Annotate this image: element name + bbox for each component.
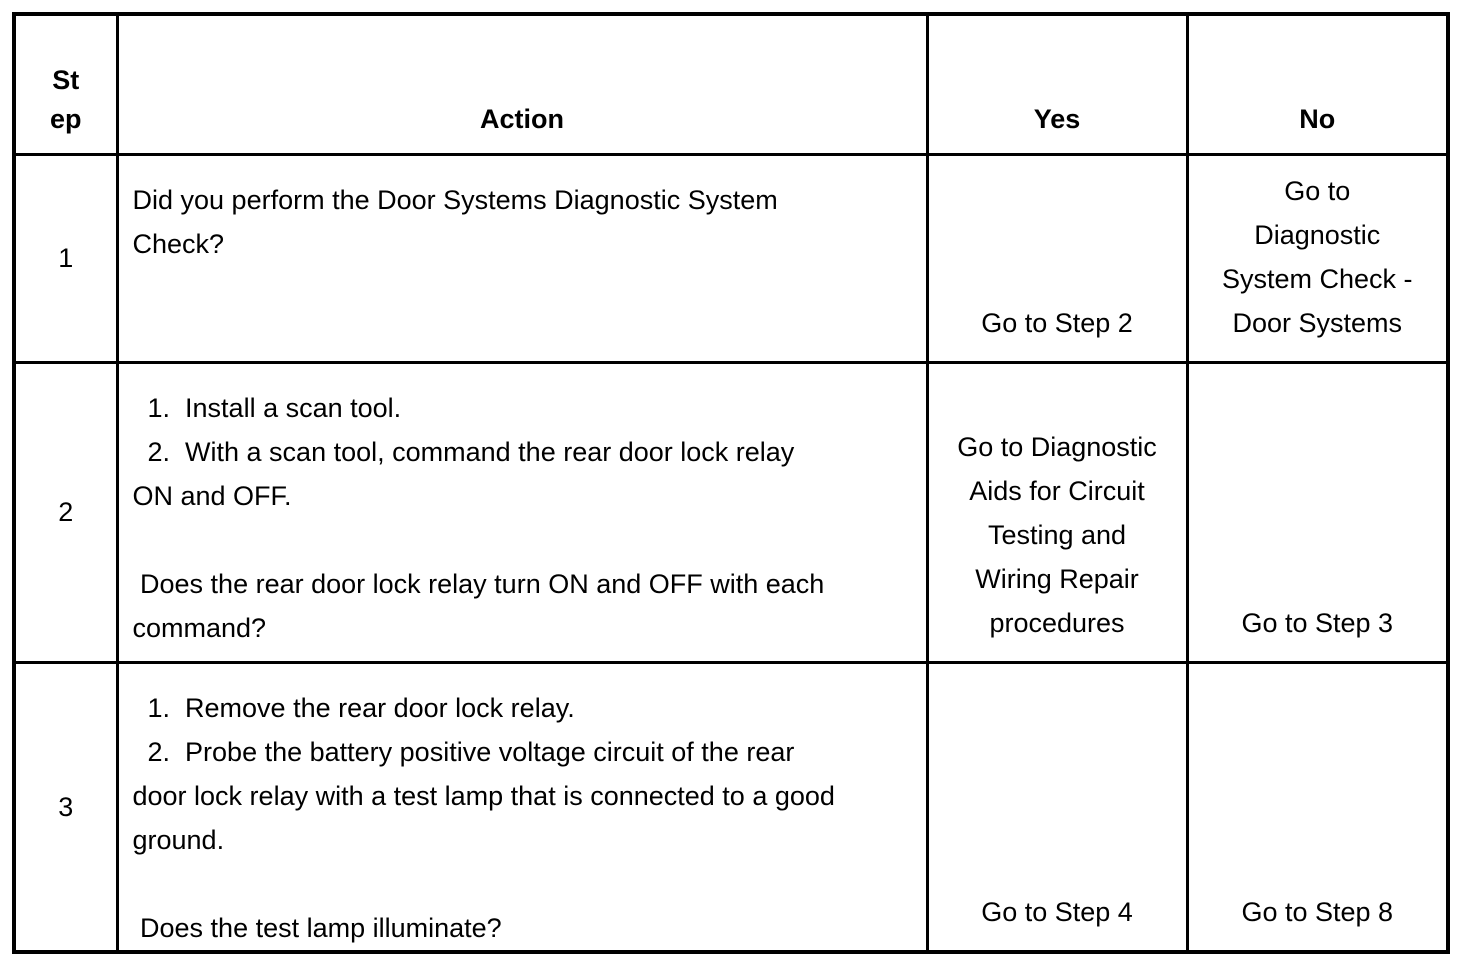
text-line: Wiring Repair xyxy=(975,563,1139,594)
step-number: 2 xyxy=(12,360,119,664)
text-line xyxy=(133,518,920,562)
text-line: ground. xyxy=(132,824,225,855)
text-line: Go to Step 4 xyxy=(981,896,1133,927)
action-cell: 1. Remove the rear door lock relay. 2. P… xyxy=(115,660,929,953)
text-line: Go to xyxy=(1284,175,1351,206)
text-line: 1. Install a scan tool. xyxy=(132,392,402,423)
step-number: 1 xyxy=(12,152,119,364)
text-line: System Check - xyxy=(1221,263,1413,294)
text-line: Testing and xyxy=(987,519,1127,550)
text-line: Check? xyxy=(132,228,225,259)
yes-cell: Go to Step 2 xyxy=(925,152,1189,364)
text-line: procedures xyxy=(989,607,1125,638)
text-line: ep xyxy=(49,103,82,134)
column-header-step: St ep xyxy=(12,12,119,156)
table-row-step-2: 2 1. Install a scan tool. 2. With a scan… xyxy=(12,360,1450,664)
text-line: ON and OFF. xyxy=(132,480,292,511)
table-row-step-3: 3 1. Remove the rear door lock relay. 2.… xyxy=(12,660,1450,953)
text-line: Go to Step 2 xyxy=(981,307,1133,338)
text-line: Go to Diagnostic xyxy=(957,431,1157,462)
column-header-no: No xyxy=(1185,12,1450,156)
diagnostic-steps-table: St ep Action Yes No 1 Did you perform the… xyxy=(12,12,1450,954)
text-line: command? xyxy=(132,612,267,643)
no-cell: Go to Step 3 xyxy=(1185,360,1450,664)
no-cell: Go to Step 8 xyxy=(1185,660,1450,953)
column-header-action: Action xyxy=(115,12,929,156)
column-header-yes: Yes xyxy=(925,12,1189,156)
text-line: Aids for Circuit xyxy=(969,475,1145,506)
text-line: Door Systems xyxy=(1232,307,1403,338)
yes-cell: Go to Step 4 xyxy=(925,660,1189,953)
text-line: Go to Step 3 xyxy=(1241,607,1394,638)
step-number: 3 xyxy=(12,660,119,953)
text-line: Does the rear door lock relay turn ON an… xyxy=(132,568,825,599)
table-row-step-1: 1 Did you perform the Door Systems Diagn… xyxy=(12,152,1450,364)
text-line: 2. Probe the battery positive voltage ci… xyxy=(132,736,795,767)
action-cell: Did you perform the Door Systems Diagnos… xyxy=(115,152,929,364)
header-row: St ep Action Yes No xyxy=(12,12,1450,156)
text-line: door lock relay with a test lamp that is… xyxy=(132,780,835,811)
text-line: Diagnostic xyxy=(1254,219,1381,250)
text-line: Go to Step 8 xyxy=(1241,896,1394,927)
text-line: St xyxy=(52,64,80,95)
text-line: Does the test lamp illuminate? xyxy=(132,912,502,943)
text-line xyxy=(133,862,920,906)
text-line: 2. With a scan tool, command the rear do… xyxy=(132,436,795,467)
text-line: Did you perform the Door Systems Diagnos… xyxy=(132,184,778,215)
text-line: 1. Remove the rear door lock relay. xyxy=(132,692,575,723)
action-cell: 1. Install a scan tool. 2. With a scan t… xyxy=(115,360,929,664)
